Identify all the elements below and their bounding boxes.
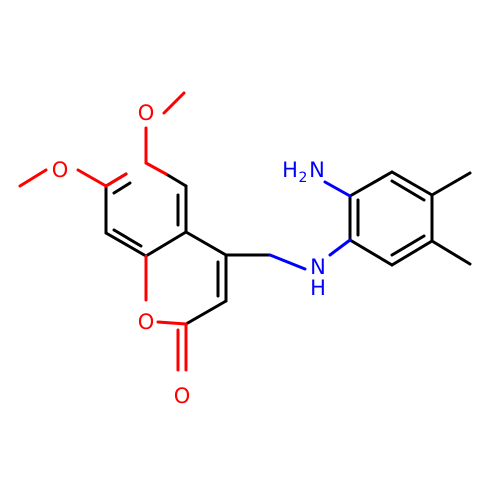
methoxy-oxygen-left-label: O bbox=[52, 158, 69, 182]
amine-nitrogen-label: N bbox=[310, 255, 326, 279]
carbon-bonds bbox=[104, 170, 472, 326]
amino-nitrogen-label: N bbox=[309, 158, 325, 182]
nitrogen-bonds bbox=[268, 180, 352, 271]
amino-subscript-label: 2 bbox=[299, 170, 308, 186]
amine-nh-group: N H bbox=[310, 255, 326, 300]
amino-nh2-group: H 2 N bbox=[282, 158, 325, 186]
atom-labels: O O O O N H H 2 N bbox=[52, 101, 326, 408]
oxygen-bonds bbox=[18, 91, 188, 372]
amine-hydrogen-label: H bbox=[310, 276, 326, 300]
amino-hydrogen-label: H bbox=[282, 158, 298, 182]
ring-oxygen-label: O bbox=[138, 310, 155, 334]
methoxy-oxygen-top-label: O bbox=[138, 101, 155, 125]
carbonyl-oxygen-label: O bbox=[174, 384, 191, 408]
